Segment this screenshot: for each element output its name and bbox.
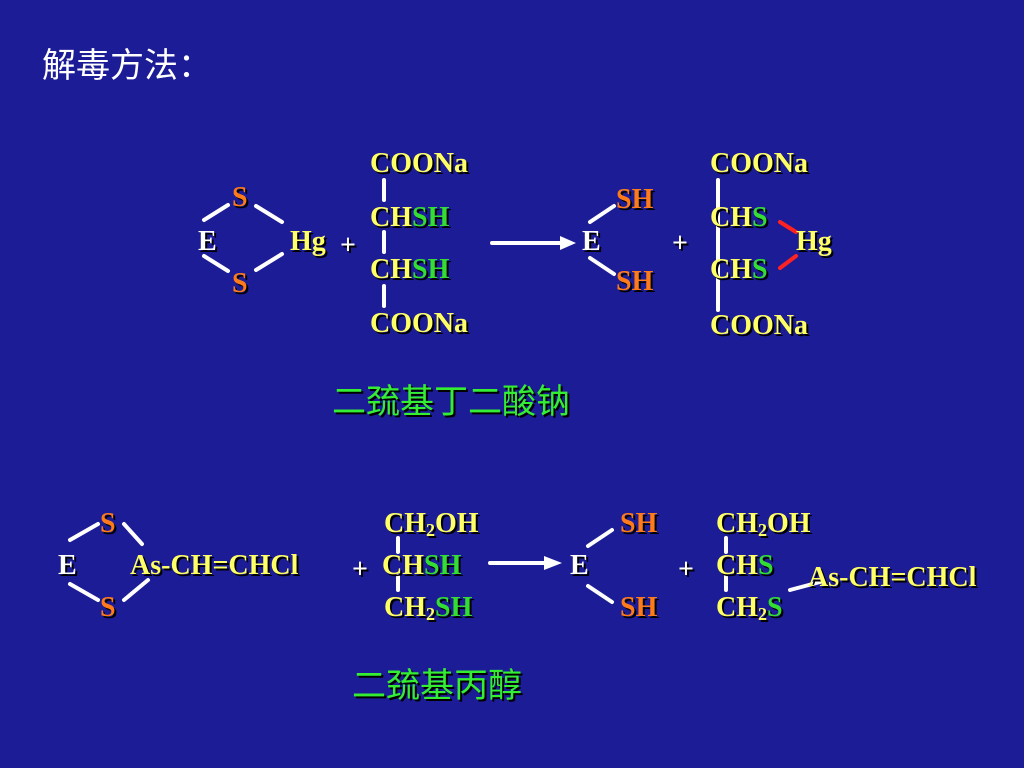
bond-e-s-bottom (202, 254, 230, 273)
r2-plus: + (352, 554, 368, 585)
r2-product-sh-top: SH (620, 508, 658, 539)
r1-plus-2: + (672, 228, 688, 259)
r1-product-enzyme: E (582, 226, 601, 257)
bond-s-hg-top (254, 204, 284, 224)
r1-sulfur-top: S (232, 182, 248, 213)
r2-compound-name: 二巯基丙醇 (352, 666, 522, 706)
red-bonds (778, 220, 798, 270)
r1-coona-bottom: COONa (370, 308, 468, 339)
r1-compound-name: 二巯基丁二酸钠 (332, 382, 570, 422)
r2-product-sh-bottom: SH (620, 592, 658, 623)
r1-coona-top: COONa (370, 148, 468, 179)
arrow-heads (544, 236, 576, 570)
r1-sulfur-bottom: S (232, 268, 248, 299)
r1-product-chs-1: CHS (710, 202, 768, 233)
r2-ch2oh: CH2OH (384, 508, 479, 540)
r1-product-sh-bottom: SH (616, 266, 654, 297)
r1-mercury: Hg (290, 226, 326, 257)
r2-chsh: CHSH (382, 550, 462, 581)
r2-enzyme: E (58, 550, 77, 581)
r2-product-enzyme: E (570, 550, 589, 581)
slide-title: 解毒方法： (42, 46, 212, 86)
r2-product-arsenical: As-CH=CHCl (808, 562, 977, 593)
r2-arsenical: As-CH=CHCl (130, 550, 299, 581)
r1-product-chs-2: CHS (710, 254, 768, 285)
bond-e-s-top (202, 203, 230, 222)
r1-product-coona-top: COONa (710, 148, 808, 179)
r2-sulfur-bottom: S (100, 592, 116, 623)
bond-s-hg-bottom (254, 252, 284, 272)
r1-chsh-2: CHSH (370, 254, 450, 285)
r2-product-ch2oh: CH2OH (716, 508, 811, 540)
r1-product-mercury: Hg (796, 226, 832, 257)
r2-plus-2: + (678, 554, 694, 585)
r2-ch2sh: CH2SH (384, 592, 473, 624)
r2-product-ch2s: CH2S (716, 592, 783, 624)
r1-product-sh-top: SH (616, 184, 654, 215)
r1-chsh-1: CHSH (370, 202, 450, 233)
r2-sulfur-top: S (100, 508, 116, 539)
r1-product-coona-bottom: COONa (710, 310, 808, 341)
r1-plus: + (340, 230, 356, 261)
r2-product-chs: CHS (716, 550, 774, 581)
r1-enzyme: E (198, 226, 217, 257)
